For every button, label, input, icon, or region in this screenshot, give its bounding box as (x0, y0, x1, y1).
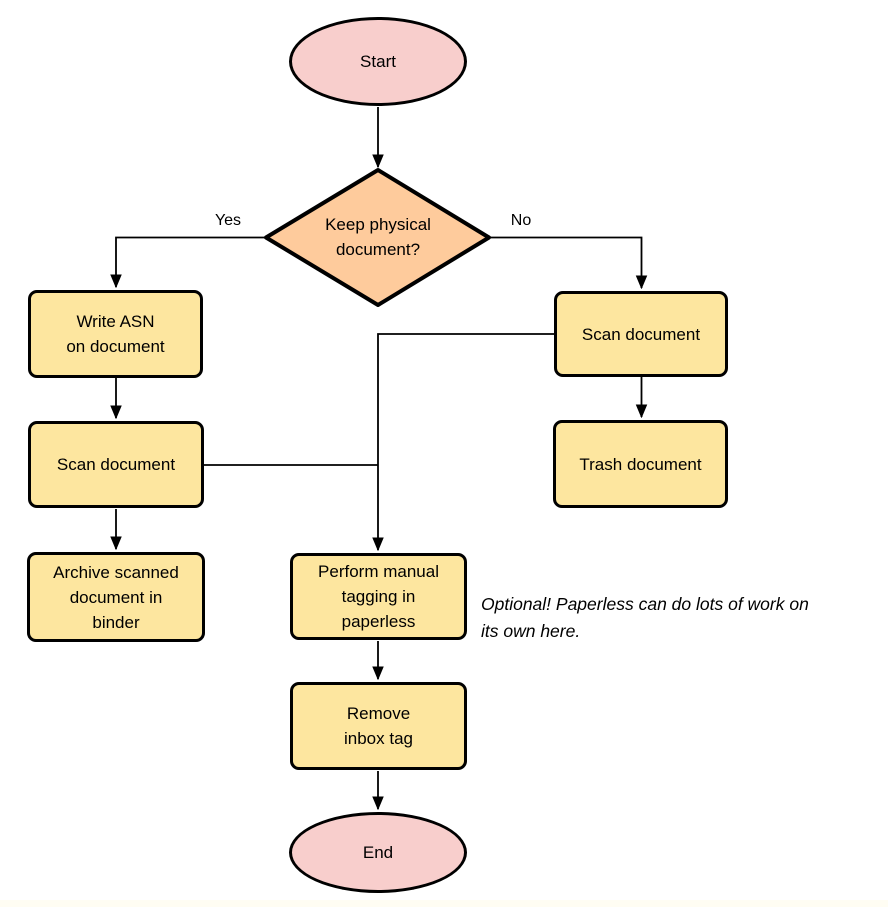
node-archive-binder: Archive scanned document in binder (27, 552, 205, 642)
node-write-asn-label: Write ASN on document (66, 309, 164, 359)
annotation-note-line: its own here. (481, 621, 581, 641)
annotation-note: Optional! Paperless can do lots of work … (481, 591, 883, 645)
node-start-label: Start (360, 49, 396, 74)
node-remove-inbox-tag: Remove inbox tag (290, 682, 467, 770)
edge-label-yes: Yes (214, 212, 242, 229)
node-trash-document-label-line: Trash document (579, 454, 702, 474)
node-perform-tagging-label-line: tagging in (341, 587, 416, 606)
node-remove-inbox-tag-label-line: Remove (346, 704, 411, 723)
node-remove-inbox-tag-label: Remove inbox tag (344, 701, 413, 751)
edge-scan-right-to-perform-tagging (378, 333, 554, 550)
node-write-asn-label-line: Write ASN (76, 312, 155, 331)
node-scan-document-right: Scan document (554, 291, 728, 377)
node-decision-label-line: document? (335, 240, 421, 259)
node-start: Start (289, 17, 467, 106)
node-scan-document-right-label-line: Scan document (581, 324, 701, 344)
annotation-note-line: Optional! Paperless can do lots of work … (481, 594, 809, 614)
node-perform-tagging-label-line: paperless (341, 612, 416, 631)
node-end-label-line: End (362, 843, 394, 862)
edge-decision-yes-to-write-asn (116, 236, 266, 288)
node-scan-document-right-label: Scan document (582, 322, 700, 347)
node-write-asn: Write ASN on document (28, 290, 203, 378)
node-trash-document-label: Trash document (579, 452, 701, 477)
node-archive-binder-label-line: binder (92, 612, 140, 632)
node-write-asn-label-line: on document (66, 337, 165, 356)
node-archive-binder-label-line: Archive scanned (53, 562, 179, 582)
node-scan-document-left-label: Scan document (57, 452, 175, 477)
node-decision-label: Keep physical document? (298, 212, 458, 262)
edge-label-no: No (510, 212, 532, 229)
node-perform-tagging-label: Perform manual tagging in paperless (318, 559, 439, 634)
node-scan-document-left-label-line: Scan document (56, 455, 176, 474)
node-end: End (289, 812, 467, 893)
node-archive-binder-label: Archive scanned document in binder (53, 560, 179, 635)
node-archive-binder-label-line: document in (69, 587, 163, 607)
edge-decision-no-to-scan-right (489, 236, 642, 289)
node-trash-document: Trash document (553, 420, 728, 508)
node-scan-document-left: Scan document (28, 421, 204, 508)
node-start-label-line: Start (360, 52, 396, 71)
decision-diamond-shape (264, 168, 491, 307)
node-remove-inbox-tag-label-line: inbox tag (344, 729, 413, 748)
bottom-edge-strip (0, 900, 888, 907)
node-end-label: End (363, 840, 393, 865)
node-perform-tagging: Perform manual tagging in paperless (290, 553, 467, 640)
node-perform-tagging-label-line: Perform manual (318, 562, 439, 581)
node-decision-label-line: Keep physical (325, 215, 431, 234)
